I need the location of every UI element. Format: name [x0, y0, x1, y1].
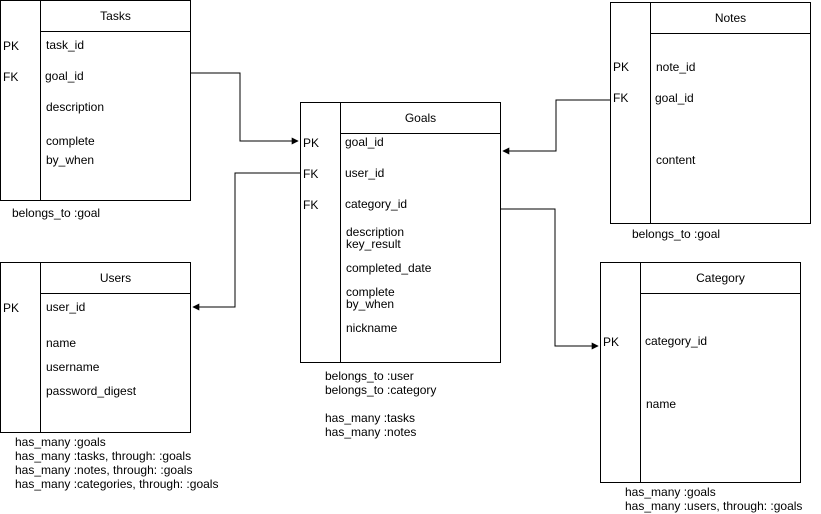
- field-name: name: [646, 397, 677, 411]
- field-description-key-result: description key_result: [346, 225, 405, 251]
- foreign-key-label: FK: [303, 167, 319, 181]
- key-column-divider: [640, 263, 641, 482]
- category-associations: has_many :goals has_many :users, through…: [625, 485, 803, 513]
- field-description: description: [46, 100, 105, 114]
- notes-table[interactable]: Notes PK FK note_id goal_id content: [610, 2, 811, 224]
- key-column-divider: [40, 263, 41, 432]
- field-nickname: nickname: [346, 321, 398, 335]
- foreign-key-label: FK: [303, 198, 319, 212]
- notes-associations: belongs_to :goal: [632, 227, 721, 241]
- field-task-id: task_id: [46, 38, 85, 52]
- connector-goals-category: [501, 208, 599, 350]
- field-complete-by-when: complete by_when: [346, 285, 395, 311]
- tasks-associations: belongs_to :goal: [12, 206, 101, 220]
- tasks-table[interactable]: Tasks PK FK task_id goal_id description …: [0, 0, 191, 201]
- connector-notes-goals: [502, 99, 610, 155]
- table-title: Category: [641, 263, 800, 294]
- key-column-divider: [40, 1, 41, 200]
- field-content: content: [656, 153, 696, 167]
- field-goal-id: goal_id: [655, 91, 694, 105]
- field-category-id: category_id: [345, 197, 408, 211]
- users-table[interactable]: Users PK user_id name username password_…: [0, 262, 191, 433]
- field-goal-id: goal_id: [45, 69, 84, 83]
- foreign-key-label: FK: [3, 70, 19, 84]
- field-user-id: user_id: [46, 300, 86, 314]
- field-username: username: [46, 360, 100, 374]
- field-completed-date: completed_date: [346, 261, 432, 275]
- field-category-id: category_id: [645, 334, 708, 348]
- field-name: name: [46, 336, 77, 350]
- connector-goals-users: [192, 172, 300, 311]
- field-goal-id: goal_id: [345, 135, 384, 149]
- goals-associations: belongs_to :user belongs_to :category ha…: [325, 369, 437, 439]
- primary-key-label: PK: [3, 301, 20, 315]
- table-title: Goals: [341, 103, 500, 134]
- table-title: Notes: [651, 3, 810, 34]
- connector-tasks-goals: [191, 72, 299, 145]
- primary-key-label: PK: [303, 136, 320, 150]
- field-note-id: note_id: [656, 60, 696, 74]
- table-title: Tasks: [41, 1, 190, 32]
- key-column-divider: [650, 3, 651, 223]
- field-complete-by-when: complete by_when: [46, 134, 95, 167]
- goals-table[interactable]: Goals PK FK FK goal_id user_id category_…: [300, 102, 501, 363]
- users-associations: has_many :goals has_many :tasks, through…: [15, 435, 219, 491]
- key-column-divider: [340, 103, 341, 362]
- primary-key-label: PK: [3, 39, 20, 53]
- field-password-digest: password_digest: [46, 384, 137, 398]
- field-user-id: user_id: [345, 166, 385, 180]
- primary-key-label: PK: [613, 60, 630, 74]
- category-table[interactable]: Category PK category_id name: [600, 262, 801, 483]
- foreign-key-label: FK: [613, 91, 629, 105]
- table-title: Users: [41, 263, 190, 294]
- primary-key-label: PK: [603, 335, 620, 349]
